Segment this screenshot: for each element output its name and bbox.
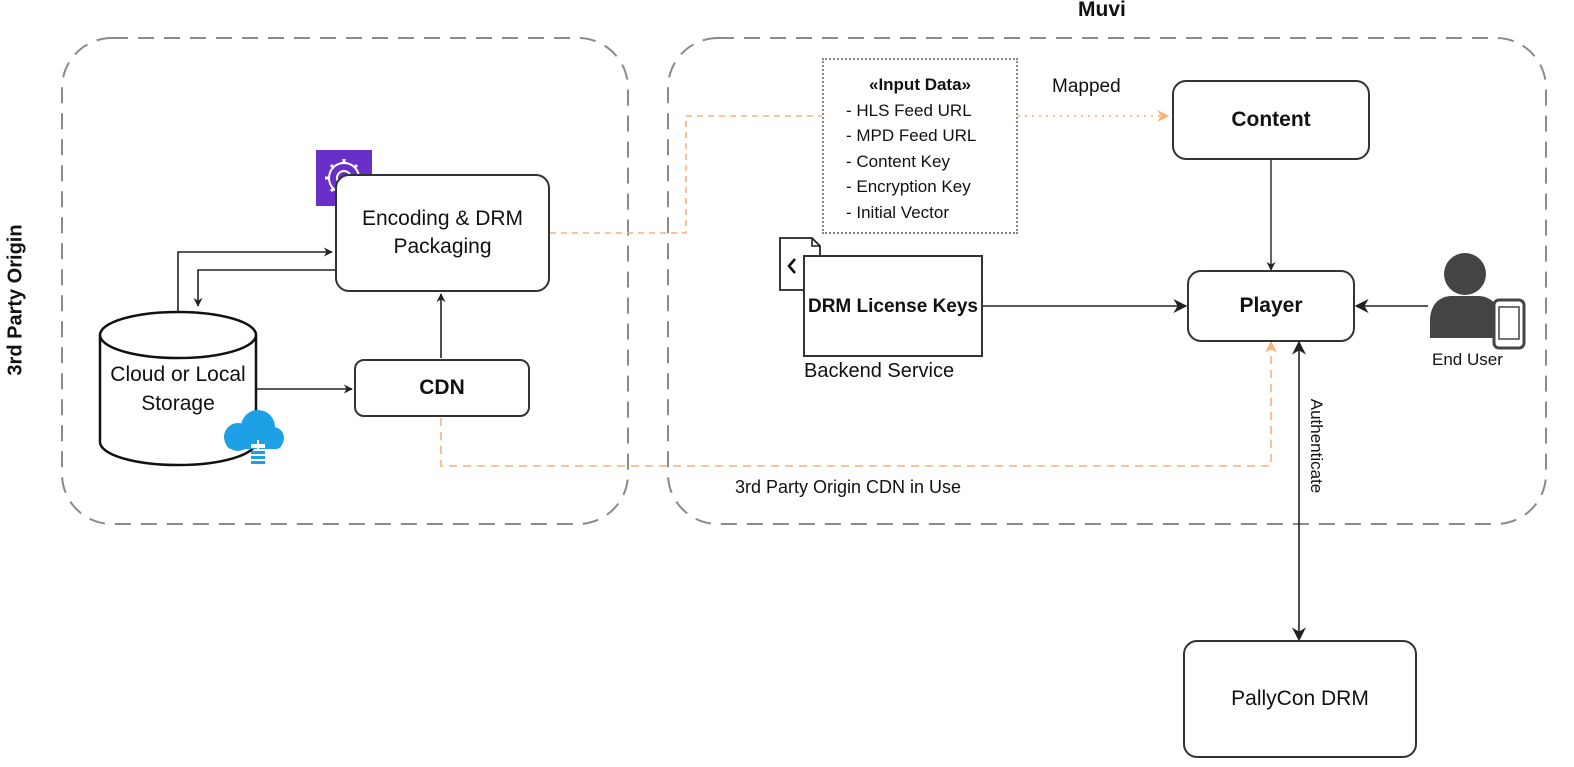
cdn-node: CDN bbox=[354, 359, 530, 417]
storage-cylinder bbox=[98, 310, 258, 467]
mapped-edge-label: Mapped bbox=[1052, 76, 1121, 97]
pallycon-drm-node: PallyCon DRM bbox=[1183, 640, 1417, 758]
player-node: Player bbox=[1187, 270, 1355, 342]
edge-encoding-to-storage bbox=[193, 269, 336, 307]
third-party-origin-group bbox=[61, 37, 629, 525]
third-party-origin-group-label: 3rd Party Origin bbox=[4, 224, 27, 376]
authenticate-edge-label: Authenticate bbox=[1307, 398, 1326, 494]
input-data-note: «Input Data» - HLS Feed URL - MPD Feed U… bbox=[822, 58, 1018, 234]
muvi-group bbox=[667, 37, 1547, 525]
backend-service-label: Backend Service bbox=[804, 360, 955, 382]
input-data-item: - MPD Feed URL bbox=[846, 126, 977, 145]
drm-license-keys-node: DRM License Keys bbox=[803, 255, 983, 357]
edge-cdn-to-player bbox=[440, 340, 1277, 467]
storage-node-label: Cloud or Local Storage bbox=[110, 363, 246, 415]
edge-encoding-to-input-data bbox=[550, 115, 822, 234]
input-data-item: - HLS Feed URL bbox=[846, 100, 972, 120]
cloud-storage-icon bbox=[224, 410, 284, 464]
input-data-title: «Input Data» bbox=[868, 75, 972, 94]
input-data-item: - Encryption Key bbox=[846, 177, 971, 196]
edge-storage-to-encoding bbox=[177, 247, 333, 312]
content-node: Content bbox=[1172, 80, 1370, 160]
input-data-item: - Content Key bbox=[846, 151, 950, 171]
cdn-in-use-edge-label: 3rd Party Origin CDN in Use bbox=[735, 477, 962, 497]
input-data-item: - Initial Vector bbox=[846, 202, 949, 222]
encoding-drm-packaging-node: Encoding & DRM Packaging bbox=[335, 174, 550, 292]
end-user-label: End User bbox=[1432, 350, 1503, 369]
muvi-group-label: Muvi bbox=[1078, 0, 1126, 21]
user-with-phone-icon bbox=[1430, 253, 1526, 350]
